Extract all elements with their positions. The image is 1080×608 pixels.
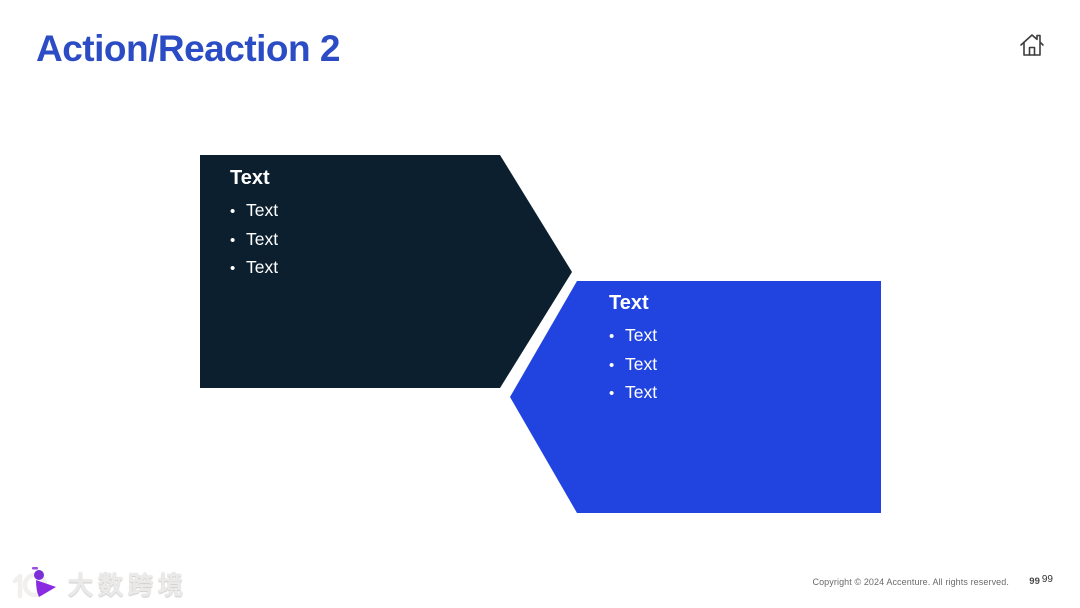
list-item: • Text [609, 322, 879, 351]
list-item: • Text [230, 197, 500, 226]
bullet-icon: • [609, 328, 615, 345]
home-icon [1020, 34, 1044, 56]
action-text-block[interactable]: Text • Text • Text • Text [230, 166, 500, 283]
list-item: • Text [230, 254, 500, 283]
bullet-icon: • [609, 385, 615, 402]
copyright-text: Copyright © 2024 Accenture. All rights r… [812, 577, 1009, 587]
action-arrow-shape[interactable] [200, 155, 572, 388]
bullet-text: Text [625, 382, 658, 402]
list-item: • Text [230, 226, 500, 255]
bullet-icon: • [230, 231, 236, 249]
bullet-text: Text [246, 228, 279, 249]
bullet-text: Text [246, 200, 279, 220]
reaction-heading: Text [609, 292, 649, 314]
home-button[interactable] [1016, 29, 1048, 61]
list-item: • Text [609, 379, 879, 408]
bullet-text: Text [246, 257, 279, 277]
action-heading: Text [230, 167, 270, 189]
bullet-icon: • [230, 260, 236, 277]
bullet-text: Text [625, 353, 658, 374]
bullet-icon: • [609, 356, 615, 374]
reaction-text-block[interactable]: Text • Text • Text • Text [609, 291, 879, 408]
bullet-icon: • [230, 203, 236, 220]
reaction-arrow-shape[interactable] [510, 281, 881, 513]
page-number: 99 [1041, 574, 1053, 585]
bullet-text: Text [625, 325, 658, 345]
list-item: • Text [609, 351, 879, 380]
slide-title: Action/Reaction 2 [36, 28, 341, 69]
page-number-watermark: 99 [1029, 576, 1040, 587]
